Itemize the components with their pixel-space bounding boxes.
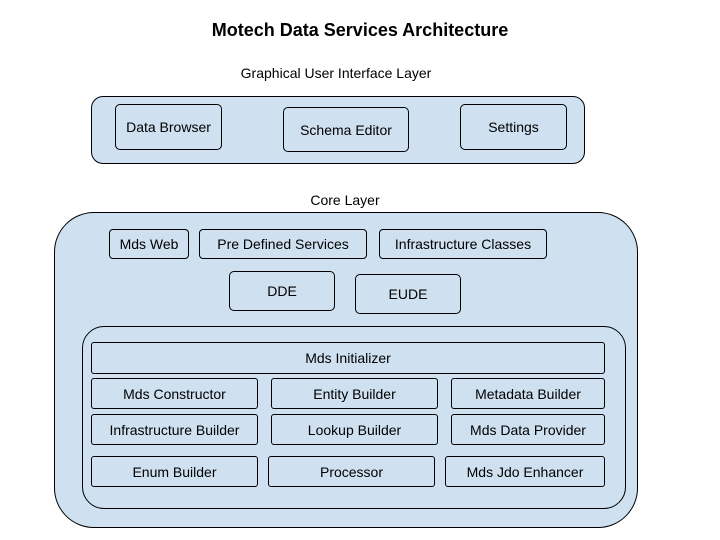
mds-data-provider-label: Mds Data Provider [470, 421, 586, 438]
eude-box: EUDE [355, 274, 461, 314]
mds-constructor-label: Mds Constructor [123, 385, 226, 402]
mds-constructor-box: Mds Constructor [91, 378, 258, 409]
metadata-builder-label: Metadata Builder [475, 385, 581, 402]
mds-initializer-box: Mds Initializer [91, 342, 605, 374]
mds-initializer-label: Mds Initializer [305, 350, 391, 366]
metadata-builder-box: Metadata Builder [451, 378, 605, 409]
entity-builder-label: Entity Builder [313, 385, 396, 402]
schema-editor-box: Schema Editor [283, 107, 409, 152]
mds-web-label: Mds Web [119, 236, 179, 252]
infrastructure-builder-box: Infrastructure Builder [91, 414, 258, 445]
lookup-builder-box: Lookup Builder [271, 414, 438, 445]
data-browser-box: Data Browser [115, 104, 222, 150]
mds-web-box: Mds Web [109, 229, 189, 259]
processor-label: Processor [319, 463, 384, 480]
enum-builder-label: Enum Builder [132, 463, 217, 480]
pre-defined-services-box: Pre Defined Services [199, 229, 367, 259]
gui-layer-label: Graphical User Interface Layer [240, 65, 432, 81]
processor-box: Processor [268, 456, 435, 487]
infrastructure-classes-box: Infrastructure Classes [379, 229, 547, 259]
settings-label: Settings [488, 119, 539, 135]
diagram-title: Motech Data Services Architecture [211, 20, 509, 40]
mds-jdo-enhancer-box: Mds Jdo Enhancer [445, 456, 605, 487]
schema-editor-label: Schema Editor [300, 121, 392, 138]
core-layer-label: Core Layer [310, 192, 380, 208]
pre-defined-services-label: Pre Defined Services [217, 236, 349, 252]
enum-builder-box: Enum Builder [91, 456, 258, 487]
settings-box: Settings [460, 104, 567, 150]
mds-jdo-enhancer-label: Mds Jdo Enhancer [466, 463, 584, 480]
infrastructure-classes-label: Infrastructure Classes [394, 236, 532, 252]
dde-label: DDE [267, 283, 297, 299]
dde-box: DDE [229, 271, 335, 311]
entity-builder-box: Entity Builder [271, 378, 438, 409]
mds-data-provider-box: Mds Data Provider [451, 414, 605, 445]
eude-label: EUDE [388, 286, 428, 302]
data-browser-label: Data Browser [126, 119, 211, 135]
infrastructure-builder-label: Infrastructure Builder [109, 421, 240, 438]
lookup-builder-label: Lookup Builder [307, 421, 402, 438]
